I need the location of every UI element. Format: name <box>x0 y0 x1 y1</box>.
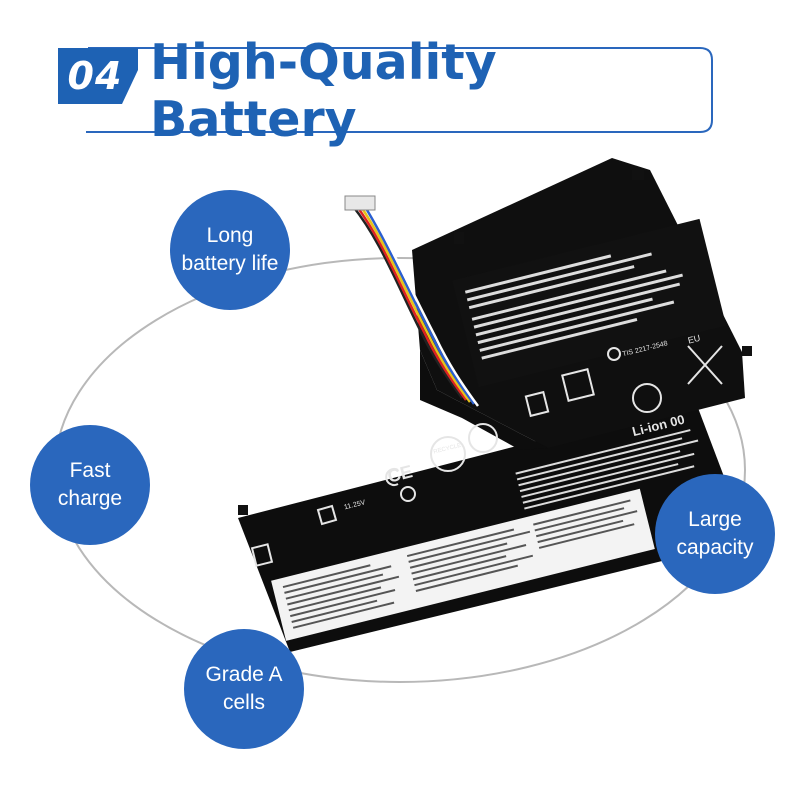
feature-grade-a-cells: Grade A cells <box>184 629 304 749</box>
feature-line: capacity <box>676 536 754 559</box>
bottom-spec-label <box>271 488 655 641</box>
feature-line: cells <box>222 691 265 714</box>
feature-large-capacity: Large capacity <box>655 474 775 594</box>
feature-line: Large <box>688 508 742 531</box>
battery-connector <box>344 195 376 211</box>
top-spec-label <box>452 218 727 388</box>
feature-line: Grade A <box>205 663 283 686</box>
certification-marks <box>524 345 723 418</box>
feature-line: Long <box>206 224 254 247</box>
feature-line: charge <box>57 487 123 510</box>
section-number-badge: 04 <box>67 54 123 98</box>
kc-mark <box>250 543 274 567</box>
header-frame <box>88 47 713 133</box>
recycle-mark: RECYCLE <box>433 443 462 456</box>
feature-fast-charge: Fast charge <box>30 425 150 545</box>
feature-long-battery-life: Long battery life <box>170 190 290 310</box>
battery-wire-harness <box>351 204 480 407</box>
eu-mark: EU <box>687 333 702 346</box>
number-tab <box>58 48 138 104</box>
right-spec-text <box>515 429 699 510</box>
lower-pack-marks <box>316 423 498 526</box>
feature-line: battery life <box>181 252 279 275</box>
feature-line: Fast <box>69 459 111 482</box>
